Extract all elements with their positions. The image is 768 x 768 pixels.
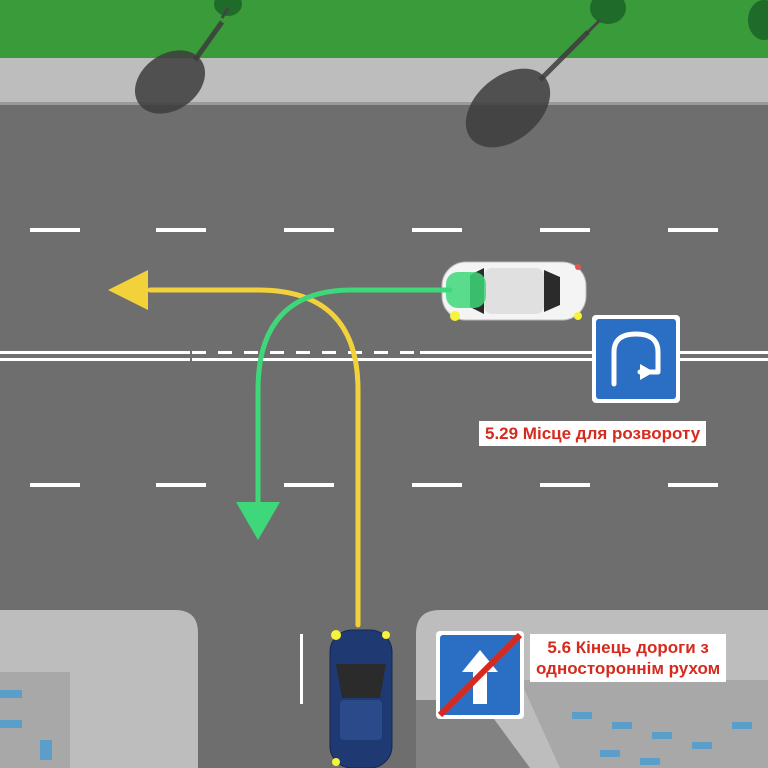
- yellow-arrowhead: [108, 270, 148, 310]
- yellow-route-arrow: [147, 287, 361, 628]
- green-arrowhead: [236, 502, 280, 540]
- green-route-arrow: [255, 287, 453, 508]
- tree-icon: [214, 0, 242, 19]
- sign-5-6-label-line2: одностороннім рухом: [536, 659, 721, 678]
- end-of-one-way-road-sign-icon: [436, 631, 524, 719]
- tree-icon: [584, 0, 626, 36]
- tree-shadow: [465, 68, 551, 148]
- grass-strip: [0, 0, 768, 58]
- building-windows: [0, 690, 52, 760]
- sign-5-6-label-line1: 5.6 Кінець дороги з: [547, 638, 709, 657]
- green-highlight: [446, 272, 486, 308]
- u-turn-place-sign-icon: [592, 315, 680, 403]
- blue-car: [329, 629, 393, 768]
- tree-shadow-trunk: [192, 20, 225, 62]
- lane-dashes-upper: [30, 228, 718, 232]
- sign-5-6-label: 5.6 Кінець дороги з одностороннім рухом: [530, 634, 727, 682]
- building-right: [520, 680, 768, 768]
- tree-icon: [748, 0, 768, 40]
- stop-line: [300, 634, 303, 704]
- top-sidewalk: [0, 58, 768, 104]
- curb-line: [0, 102, 768, 105]
- tree-shadow: [134, 50, 206, 114]
- sign-5-29-label: 5.29 Місце для розвороту: [479, 421, 707, 446]
- building-windows: [572, 712, 752, 765]
- lane-dashes-lower: [30, 483, 718, 487]
- tree-shadow-trunk: [538, 30, 590, 82]
